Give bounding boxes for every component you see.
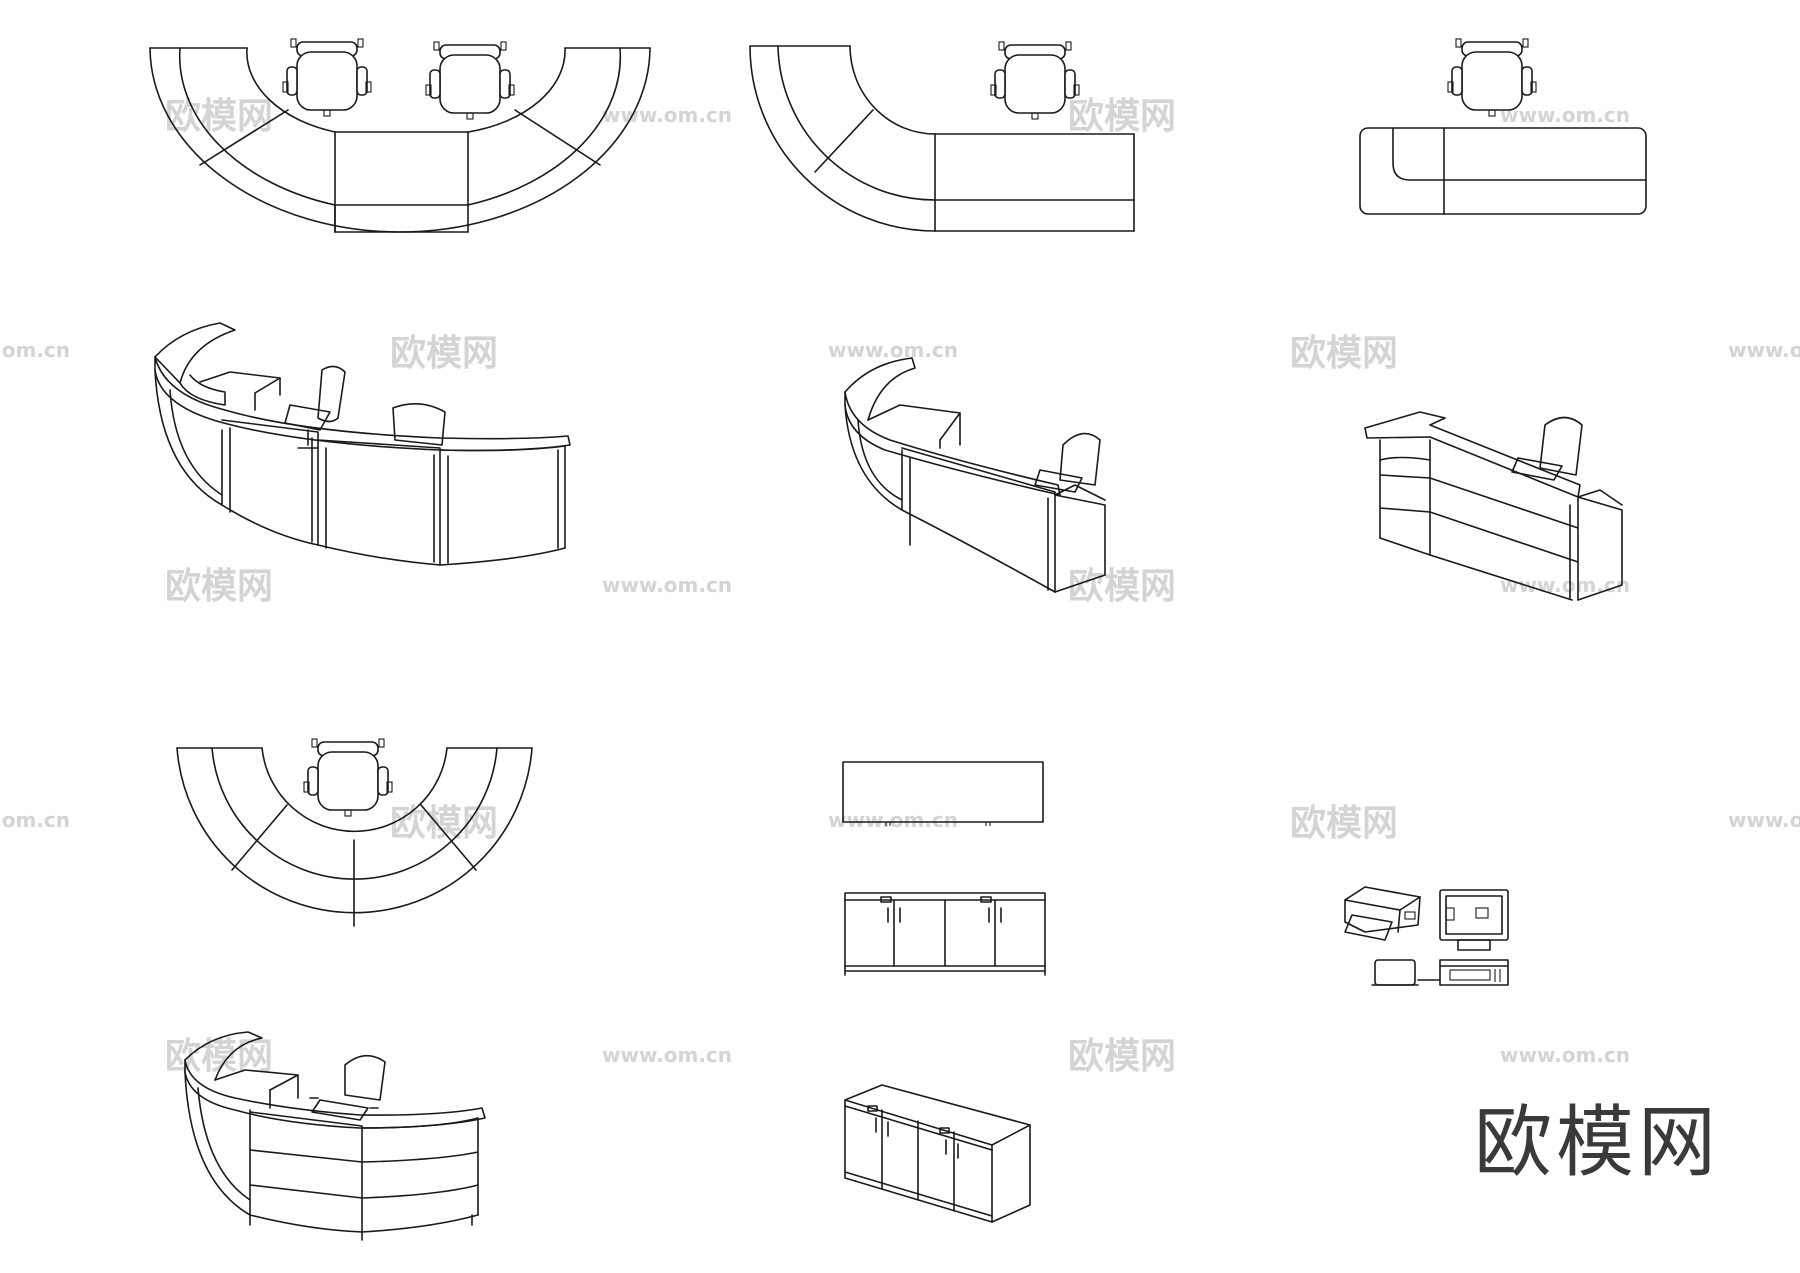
scanner-icon (1439, 959, 1509, 986)
plan-half-round (176, 738, 533, 927)
iso-straight (1364, 411, 1623, 601)
watermark-brand: 欧模网 (165, 566, 273, 607)
chair-icon (303, 738, 393, 817)
watermark-url: www.om.cn (0, 808, 70, 832)
watermark-url: www.om.cn (1500, 1043, 1630, 1067)
chair-icon (990, 41, 1080, 120)
watermark-url: www.om.cn (1728, 338, 1800, 362)
watermark-brand: 欧模网 (1068, 566, 1176, 607)
iso-curved-double (154, 322, 571, 566)
iso-round-desk (184, 1031, 486, 1241)
watermark-url: www.om.cn (828, 338, 958, 362)
plan-l-curve (749, 41, 1135, 232)
office-equipment (1344, 886, 1509, 986)
plan-straight (1359, 38, 1647, 215)
chair-icon (425, 41, 515, 120)
watermark-brand: 欧模网 (1290, 803, 1398, 844)
watermark-url: www.om.cn (1500, 573, 1630, 597)
watermark-brand: 欧模网 (1068, 1036, 1176, 1077)
printer-icon (1344, 886, 1421, 941)
monitor-icon (1439, 889, 1509, 951)
watermark-layer: 欧模网 www.om.cn 欧模网 www.om.cn www.om.cn 欧模… (0, 96, 1800, 1077)
watermark-url: www.om.cn (1728, 808, 1800, 832)
watermark-brand: 欧模网 (1290, 333, 1398, 374)
chair-icon (282, 38, 372, 117)
cabinet-front (844, 892, 1046, 976)
watermark-url: www.om.cn (1500, 103, 1630, 127)
watermark-url: www.om.cn (0, 338, 70, 362)
iso-curved-single (844, 357, 1106, 593)
watermark-url: www.om.cn (602, 573, 732, 597)
watermark-brand: 欧模网 (390, 803, 498, 844)
watermark-brand: 欧模网 (1068, 96, 1176, 137)
brand-logo: 欧模网 (1474, 1098, 1721, 1188)
watermark-brand: 欧模网 (165, 96, 273, 137)
cabinet-top (842, 761, 1044, 826)
plan-u-double (149, 38, 651, 233)
watermark-url: www.om.cn (602, 103, 732, 127)
watermark-url: www.om.cn (602, 1043, 732, 1067)
cabinet-iso (844, 1084, 1031, 1223)
watermark-brand: 欧模网 (390, 333, 498, 374)
laptop-icon (1371, 959, 1441, 986)
watermark-url: www.om.cn (828, 808, 958, 832)
